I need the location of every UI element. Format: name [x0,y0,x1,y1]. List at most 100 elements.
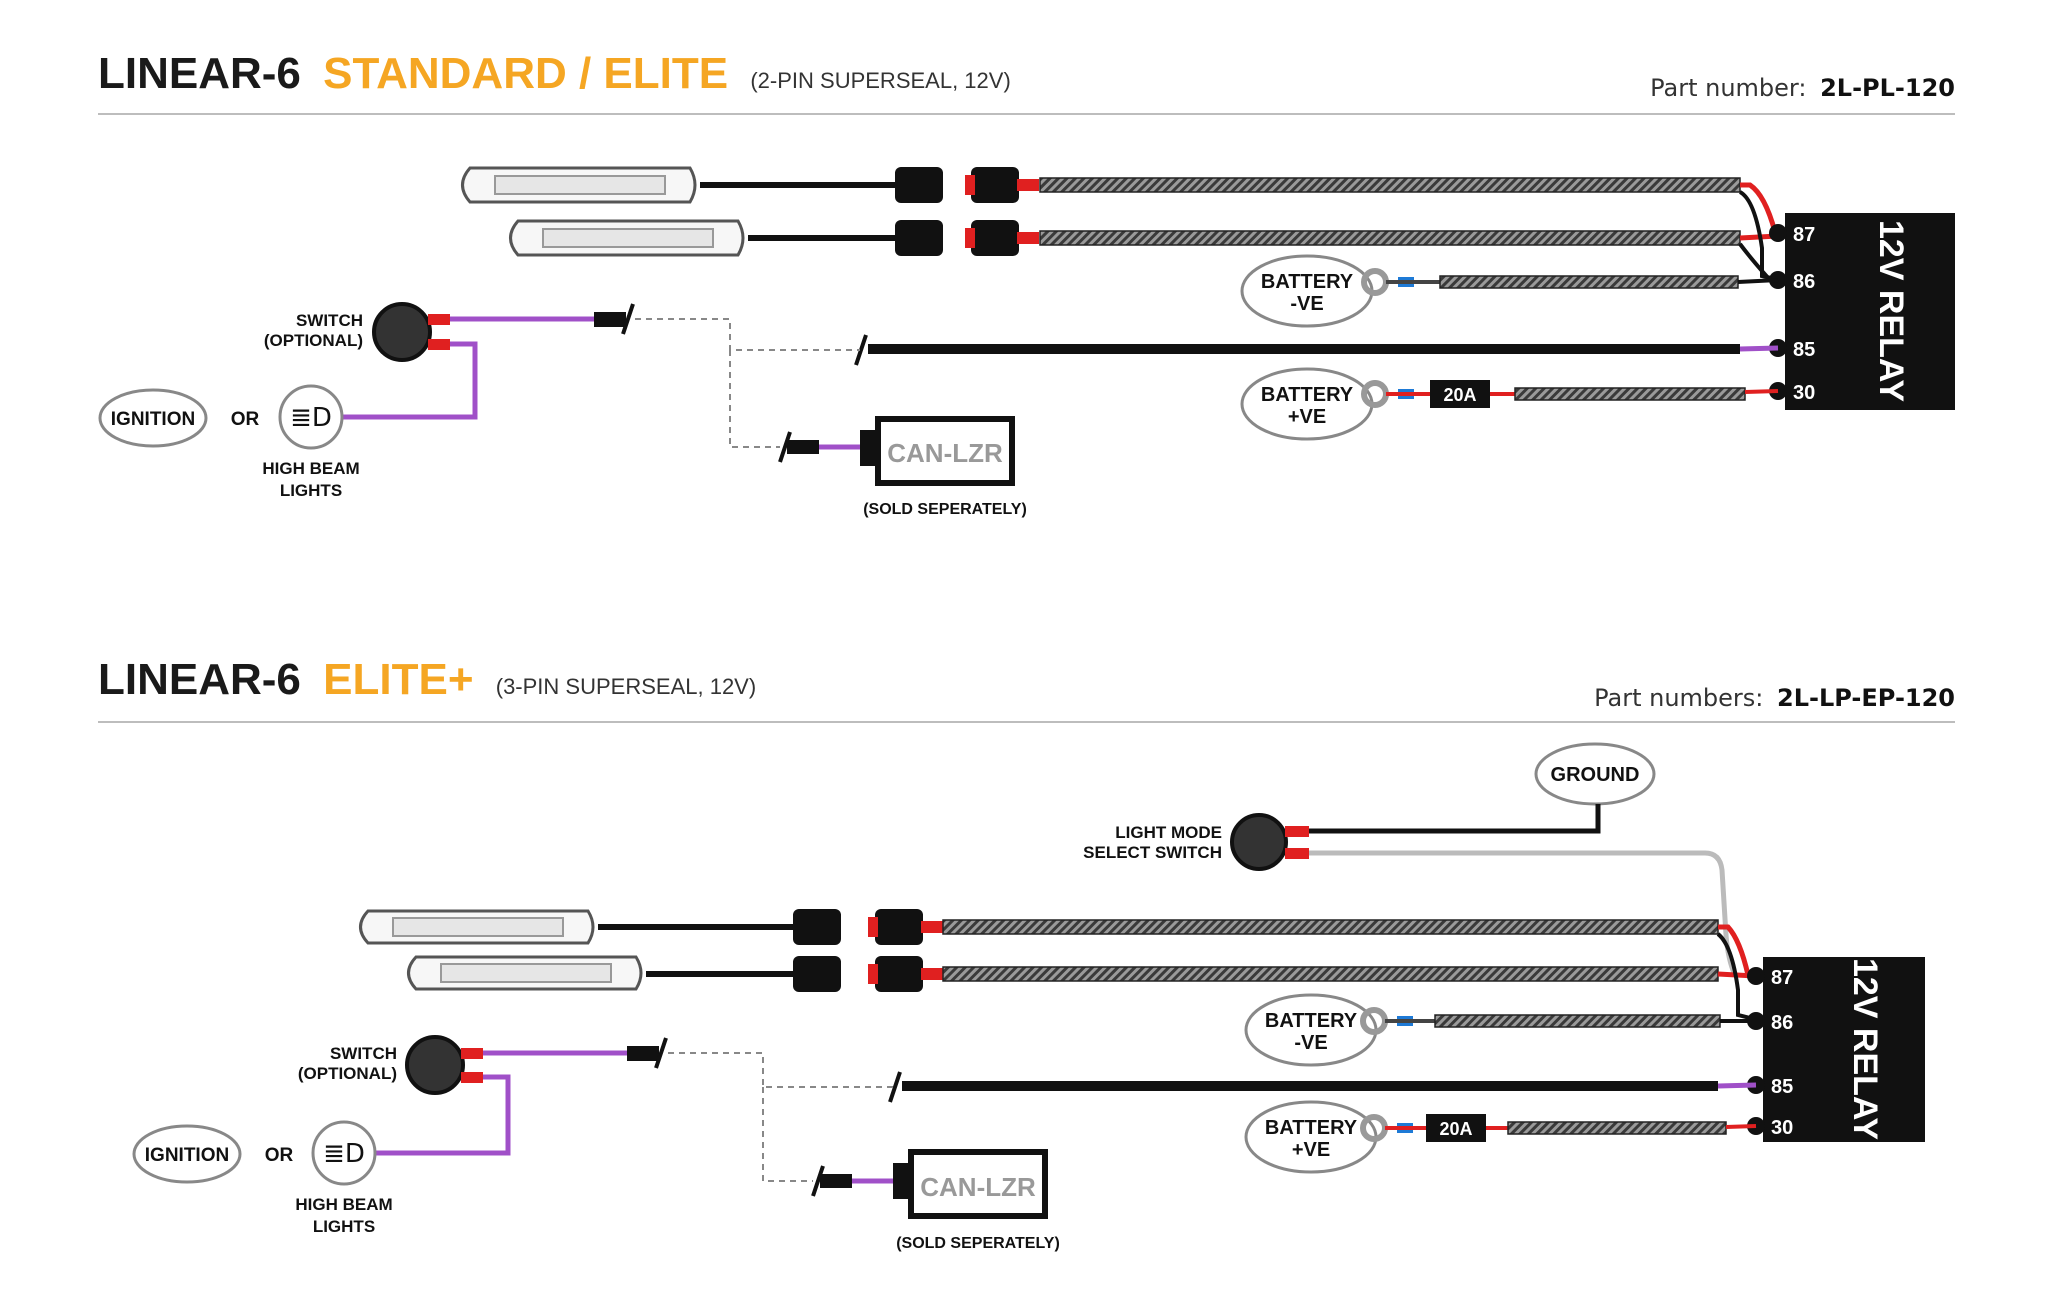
title-prefix: LINEAR-6 [98,49,301,98]
relay-label: 12V RELAY [1846,958,1884,1140]
high-beam-line1: HIGH BEAM [295,1195,392,1214]
relay-pin-86: 86 [1771,1012,1793,1034]
loom-2 [1039,230,1741,246]
svg-text:LIGHTS: LIGHTS [280,481,342,500]
optional-switch: SWITCH (OPTIONAL) [298,1035,483,1095]
part-number-value: 2L-LP-EP-120 [1777,684,1955,712]
relay-pin-30: 30 [1771,1117,1793,1139]
part-number-label: Part number: [1650,74,1806,102]
svg-text:(OPTIONAL): (OPTIONAL) [264,331,363,350]
light-mode-switch: LIGHT MODE SELECT SWITCH [1083,813,1309,871]
part-number-value: 2L-PL-120 [1820,74,1955,102]
battery-positive: BATTERY +VE 20A [1244,1100,1757,1174]
loom-2 [942,966,1719,982]
relay-pin-85: 85 [1793,339,1815,361]
title-suffix: (2-PIN SUPERSEAL, 12V) [750,68,1010,93]
relay-pin-85: 85 [1771,1076,1793,1098]
can-lzr-label: CAN-LZR [920,1172,1036,1202]
battery-pos-line2: +VE [1288,406,1326,428]
svg-text:SWITCH: SWITCH [296,311,363,330]
part-number: Part number: 2L-PL-120 [1650,74,1955,102]
battery-pos-line1: BATTERY [1261,384,1354,406]
high-beam-node: ≣D HIGH BEAM LIGHTS [262,384,360,500]
high-beam-icon: ≣D [323,1139,365,1169]
svg-text:SWITCH: SWITCH [330,1044,397,1063]
light-bar-1 [359,909,595,945]
relay-pin-30: 30 [1793,382,1815,404]
relay-pin-87: 87 [1771,967,1793,989]
title-suffix: (3-PIN SUPERSEAL, 12V) [496,674,756,699]
high-beam-line2: LIGHTS [280,481,342,500]
battery-pos-line2: +VE [1292,1139,1330,1161]
relay-pin-87: 87 [1793,224,1815,246]
connector-pair-2 [793,956,943,992]
svg-text:BATTERY: BATTERY [1261,384,1354,406]
section-standard-elite: LINEAR-6 STANDARD / ELITE (2-PIN SUPERSE… [98,49,1955,518]
light-bar-2 [509,219,745,257]
battery-pos-line1: BATTERY [1265,1117,1358,1139]
can-lzr-note: (SOLD SEPERATELY) [896,1235,1060,1252]
can-lzr-note: (SOLD SEPERATELY) [863,501,1027,518]
switch-label-line2: (OPTIONAL) [264,331,363,350]
fuse-20a [1430,380,1490,408]
ground-node: GROUND [1534,742,1656,806]
connector-pair-1 [793,909,943,945]
svg-text:HIGH BEAM: HIGH BEAM [262,459,359,478]
battery-negative: BATTERY -VE [1240,254,1779,328]
title-accent: STANDARD / ELITE [323,49,728,98]
svg-text:(OPTIONAL): (OPTIONAL) [298,1064,397,1083]
part-number: Part numbers: 2L-LP-EP-120 [1594,684,1955,712]
fuse-20a [1426,1114,1486,1142]
loom-1 [942,919,1719,935]
can-lzr-module: CAN-LZR (SOLD SEPERATELY) [778,416,1027,518]
svg-text:LIGHT MODE: LIGHT MODE [1115,823,1222,842]
title-prefix: LINEAR-6 [98,655,301,704]
fuse-label: 20A [1443,385,1476,405]
svg-text:-VE: -VE [1290,293,1323,315]
ignition-node: IGNITION [132,1124,242,1184]
relay-label: 12V RELAY [1872,220,1910,402]
ignition-label: IGNITION [111,409,195,430]
mode-switch-line1: LIGHT MODE [1115,823,1222,842]
section-title: LINEAR-6 STANDARD / ELITE (2-PIN SUPERSE… [98,49,1011,98]
optional-switch: SWITCH (OPTIONAL) [264,302,450,362]
light-bar-1 [461,166,697,204]
ignition-node: IGNITION [98,388,208,448]
svg-text:+VE: +VE [1288,406,1326,428]
high-beam-node: ≣D HIGH BEAM LIGHTS [295,1120,393,1236]
connector-pair-2 [895,220,1039,256]
loom-1 [1039,177,1741,193]
section-title: LINEAR-6 ELITE+ (3-PIN SUPERSEAL, 12V) [98,655,756,704]
relay-pin-86: 86 [1793,271,1815,293]
can-lzr-label: CAN-LZR [887,438,1003,468]
fuse-label: 20A [1439,1119,1472,1139]
svg-text:-VE: -VE [1294,1032,1327,1054]
svg-text:SELECT SWITCH: SELECT SWITCH [1083,843,1222,862]
switch-label-line2: (OPTIONAL) [298,1064,397,1083]
mode-switch-line2: SELECT SWITCH [1083,843,1222,862]
light-bar-2 [407,955,643,991]
battery-neg-line1: BATTERY [1265,1010,1358,1032]
battery-neg-line2: -VE [1290,293,1323,315]
switch-label-line1: SWITCH [330,1044,397,1063]
or-label: OR [265,1145,294,1166]
section-elite-plus: LINEAR-6 ELITE+ (3-PIN SUPERSEAL, 12V) P… [98,655,1955,1252]
relay-12v: 12V RELAY 87 86 85 30 [1769,213,1955,410]
can-lzr-module: CAN-LZR (SOLD SEPERATELY) [811,1149,1060,1252]
svg-text:BATTERY: BATTERY [1265,1117,1358,1139]
svg-text:BATTERY: BATTERY [1265,1010,1358,1032]
or-label: OR [231,409,260,430]
title-accent: ELITE+ [323,655,473,704]
high-beam-line1: HIGH BEAM [262,459,359,478]
part-number-label: Part numbers: [1594,684,1763,712]
battery-positive: BATTERY +VE 20A [1240,367,1779,441]
svg-text:BATTERY: BATTERY [1261,271,1354,293]
relay-12v: 12V RELAY 87 86 85 30 [1747,957,1925,1142]
connector-pair-1 [895,167,1039,203]
svg-text:LIGHTS: LIGHTS [313,1217,375,1236]
switch-label-line1: SWITCH [296,311,363,330]
svg-text:+VE: +VE [1292,1139,1330,1161]
high-beam-icon: ≣D [290,403,332,433]
svg-text:HIGH BEAM: HIGH BEAM [295,1195,392,1214]
